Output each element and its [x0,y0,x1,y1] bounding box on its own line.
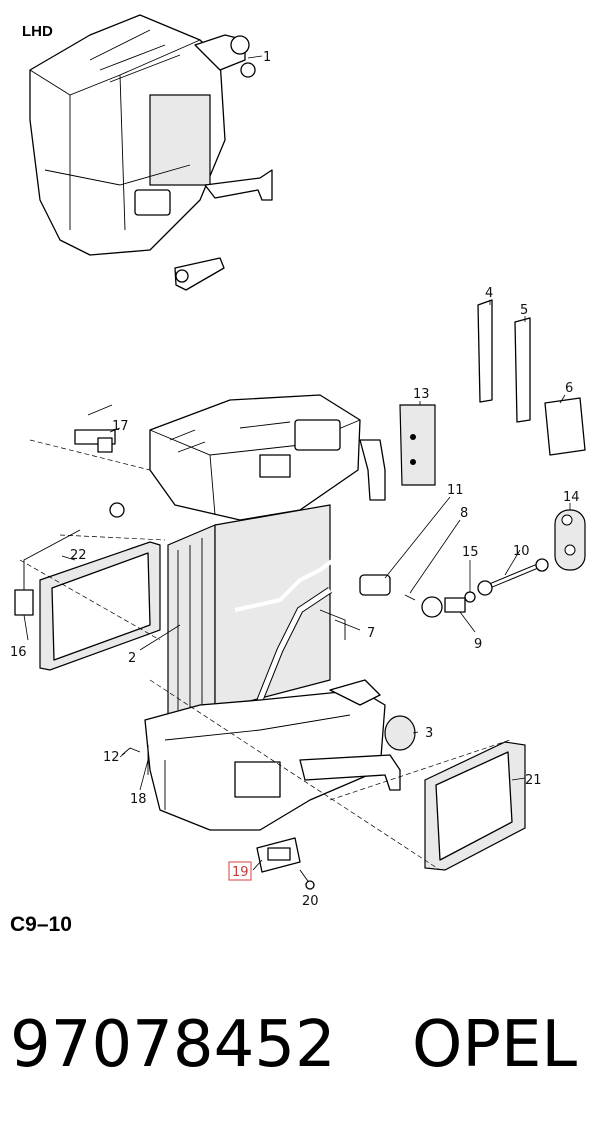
reference-lines [19,439,511,871]
variant-label: LHD [22,23,53,40]
callout-17: 17 [112,419,129,434]
callout-6: 6 [565,381,573,396]
part-number: 97078452 [10,1008,336,1082]
callout-3: 3 [425,726,433,741]
callout-10: 10 [513,544,530,559]
callouts: 1 2 3 4 5 6 7 8 9 10 11 12 13 14 15 16 1… [10,50,580,909]
callout-8: 8 [460,506,468,521]
section-code: C9–10 [10,913,72,936]
leader-lines [23,300,571,871]
callout-12: 12 [103,750,120,765]
callout-22: 22 [70,548,87,563]
main-housing [144,394,401,831]
callout-16: 16 [10,645,27,660]
callout-14: 14 [563,490,580,505]
callout-7: 7 [367,626,375,641]
callout-1: 1 [263,50,271,65]
callout-21: 21 [525,773,542,788]
callout-5: 5 [520,303,528,318]
callout-20: 20 [302,894,319,909]
callout-4: 4 [485,286,493,301]
callout-9: 9 [474,637,482,652]
callout-11: 11 [447,483,464,498]
callout-18: 18 [130,792,147,807]
brand-name: OPEL [412,1008,577,1082]
callout-2: 2 [128,651,136,666]
callout-15: 15 [462,545,479,560]
callout-19-highlight [228,861,252,881]
callout-19: 19 [232,865,249,880]
small-parts [14,299,586,890]
assembled-hvac-unit [29,14,273,291]
callout-13: 13 [413,387,430,402]
